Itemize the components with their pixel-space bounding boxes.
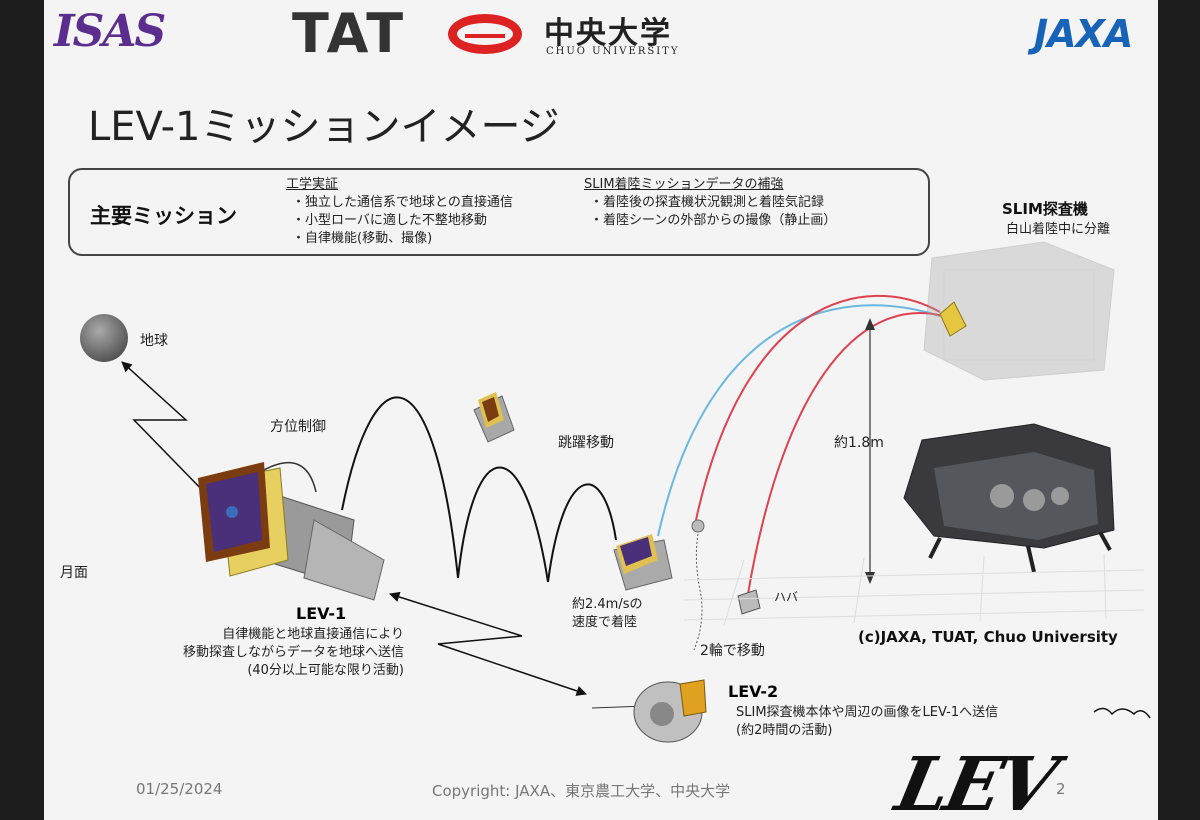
attitude-label: 方位制御 <box>270 419 326 435</box>
isas-logo: ISAS <box>54 6 166 57</box>
hop-arc <box>457 466 549 583</box>
hop-label: 跳躍移動 <box>558 435 614 451</box>
lev-on-slim-icon <box>939 301 967 337</box>
list-item: 独立した通信系で地球との直接通信 <box>305 194 513 212</box>
mission-illustration <box>80 241 1151 743</box>
hop-arc <box>547 483 617 583</box>
mission-col-slim-data: SLIM着陸ミッションデータの補強 着陸後の探査機状況観測と着陸気記録 着陸シー… <box>584 176 836 230</box>
slide-copyright: Copyright: JAXA、東京農工大学、中央大学 <box>432 782 731 800</box>
slim-subtitle: 白山着陸中に分離 <box>1006 222 1111 237</box>
rover-label: ハバ <box>774 590 799 604</box>
comm-link-earth <box>121 361 211 499</box>
drive-label: 2輪で移動 <box>700 643 765 659</box>
moon-label: 月面 <box>60 565 88 581</box>
slide-date: 01/25/2024 <box>136 780 223 798</box>
image-credit: (c)JAXA, TUAT, Chuo University <box>858 628 1118 646</box>
chuo-logo-jp: 中央大学 <box>544 16 672 51</box>
lev2-rover-icon <box>591 679 707 743</box>
lev1-title: LEV-1 <box>296 604 347 623</box>
height-label: 約1.8m <box>834 435 884 451</box>
lev1-desc-line: 移動探査しながらデータを地球へ送信 <box>182 645 404 660</box>
velocity-label: 約2.4m/sの 速度で着陸 <box>572 596 643 632</box>
mission-label: 主要ミッション <box>90 204 237 228</box>
attitude-arc <box>263 461 317 493</box>
lev2-desc-line: (約2時間の活動) <box>736 723 833 738</box>
slide-title: LEV-1ミッションイメージ <box>88 104 560 150</box>
comm-link-lev2 <box>388 591 587 696</box>
chuo-logo-en: CHUO UNIVERSITY <box>546 46 680 57</box>
lev2-title: LEV-2 <box>728 682 779 701</box>
tat-logo: TAT <box>292 2 406 65</box>
slim-spacecraft-icon <box>903 423 1115 573</box>
trajectory-red <box>695 294 941 521</box>
lev1-desc-line: (40分以上可能な限り活動) <box>247 663 404 678</box>
landed-rover-icon <box>613 534 673 591</box>
list-item: 着陸シーンの外部からの撮像（静止画） <box>603 212 836 230</box>
chuo-logo-mark <box>448 14 522 54</box>
lev-logo: LEV <box>888 742 1061 820</box>
lev1-desc-line: 自律機能と地球直接通信により <box>222 627 404 642</box>
list-item: 小型ローバに適した不整地移動 <box>305 212 513 230</box>
lev2-falling-icon <box>691 519 705 533</box>
hopping-rover-icon <box>473 392 515 443</box>
velocity-line: 約2.4m/sの <box>572 597 643 612</box>
hop-arc <box>341 396 459 579</box>
slide-number: 2 <box>1056 780 1066 798</box>
earth-label: 地球 <box>140 333 168 349</box>
list-item: 自律機能(移動、撮像) <box>305 230 513 248</box>
lev2-description: SLIM探査機本体や周辺の画像をLEV-1へ送信 (約2時間の活動) <box>736 704 998 740</box>
lev2-desc-line: SLIM探査機本体や周辺の画像をLEV-1へ送信 <box>736 705 999 720</box>
mission-col-heading: 工学実証 <box>286 177 339 192</box>
trajectory-red <box>747 312 951 595</box>
ground-grid <box>683 553 1145 626</box>
mission-col-engineering: 工学実証 独立した通信系で地球との直接通信 小型ローバに適した不整地移動 自律機… <box>286 176 513 248</box>
lev2-drop-path <box>693 533 703 651</box>
small-rover-icon <box>737 589 761 615</box>
list-item: 着陸後の探査機状況観測と着陸気記録 <box>603 194 836 212</box>
signature-squiggle <box>1093 707 1151 719</box>
mission-col-heading: SLIM着陸ミッションデータの補強 <box>584 177 784 192</box>
velocity-line: 速度で着陸 <box>572 615 638 630</box>
slide: ISAS TAT 中央大学 CHUO UNIVERSITY JAXA LEV-1… <box>44 0 1158 820</box>
lev1-description: 自律機能と地球直接通信により 移動探査しながらデータを地球へ送信 (40分以上可… <box>104 626 404 680</box>
trajectory-blue <box>657 304 941 537</box>
jaxa-logo: JAXA <box>1034 12 1133 56</box>
earth-icon <box>80 314 128 362</box>
slim-title: SLIM探査機 <box>1002 200 1088 218</box>
mission-box <box>68 168 930 256</box>
lev1-rover-icon <box>198 462 385 601</box>
